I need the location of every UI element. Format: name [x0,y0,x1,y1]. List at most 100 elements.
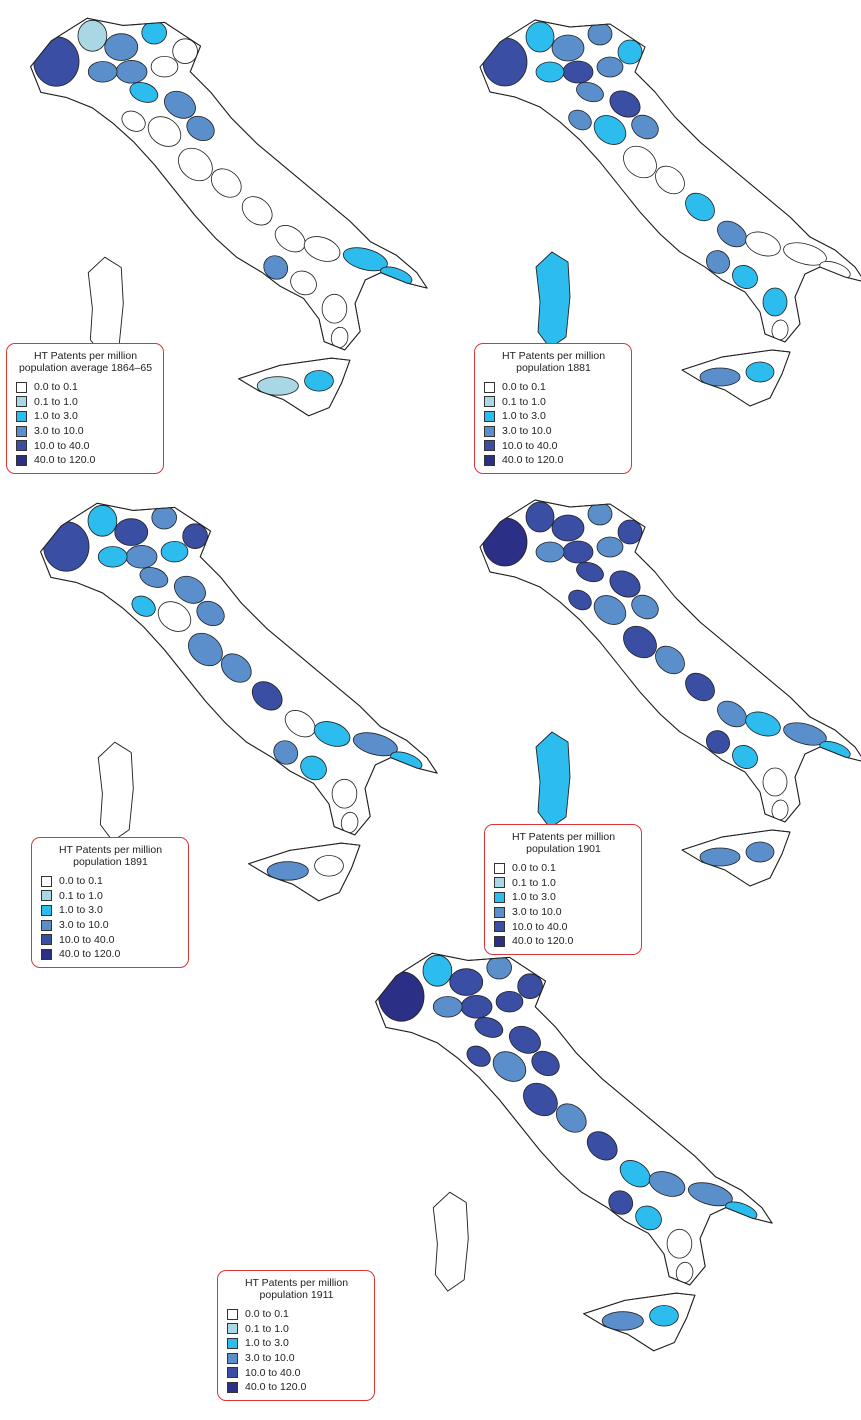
legend-item: 40.0 to 120.0 [41,947,180,962]
legend-swatch [484,440,495,452]
legend-item: 3.0 to 10.0 [41,918,180,933]
province-region [87,504,118,537]
legend-swatch [16,410,27,422]
province-region [535,541,565,563]
italy-map-panel-4 [479,499,861,887]
province-region [587,502,613,526]
legend-item: 0.1 to 1.0 [41,889,180,904]
legend-item: 3.0 to 10.0 [227,1351,366,1366]
italy-map-panel-1 [30,17,428,417]
legend-swatch [227,1323,238,1335]
province-region [290,270,317,296]
legend-swatch [227,1308,238,1320]
legend-panel-1: HT Patents per million population averag… [6,343,164,474]
province-layer [43,504,423,881]
province-region [525,501,555,533]
province-region [562,60,594,84]
legend-item: 3.0 to 10.0 [16,424,155,439]
legend-item: 1.0 to 3.0 [227,1336,366,1351]
legend-item: 1.0 to 3.0 [16,409,155,424]
province-region [783,242,827,266]
province-region [706,250,730,274]
province-region [151,505,177,530]
province-region [717,700,747,728]
province-region [33,36,80,87]
legend-label: 3.0 to 10.0 [512,906,562,919]
legend-item: 0.1 to 1.0 [16,395,155,410]
province-region [449,968,484,996]
province-region [125,545,158,569]
legend-swatch [494,921,505,933]
province-region [139,566,169,588]
province-region [352,732,398,757]
coastline [30,17,428,351]
province-region [157,601,192,632]
coastline [583,1292,696,1352]
province-region [596,536,624,558]
province-region [251,681,283,711]
province-region [160,540,189,563]
province-region [303,236,341,262]
legend-label: 1.0 to 3.0 [34,410,78,423]
legend-swatch [41,875,52,887]
legend-swatch [16,440,27,452]
province-region [617,39,643,65]
province-region [186,115,215,142]
legend-label: 0.1 to 1.0 [34,395,78,408]
province-region [495,990,524,1013]
sardinia-outline [87,256,124,357]
province-region [593,595,627,625]
province-region [43,521,90,572]
province-region [551,34,585,62]
province-region [517,973,543,999]
province-layer [482,21,851,387]
province-region [783,722,827,746]
legend-swatch [16,396,27,408]
province-region [87,61,118,83]
province-region [314,855,344,877]
province-region [77,19,108,52]
province-region [273,740,299,765]
legend-label: 0.1 to 1.0 [502,395,546,408]
legend-title: HT Patents per million population 1881 [501,350,606,374]
sardinia-outline [432,1191,469,1292]
legend-swatch [227,1381,238,1393]
province-region [699,847,741,867]
legend-item: 40.0 to 120.0 [484,453,623,468]
legend-swatch [484,425,495,437]
province-region [121,110,146,132]
legend-label: 3.0 to 10.0 [34,425,84,438]
legend-item: 10.0 to 40.0 [41,932,180,947]
legend-swatch [494,877,505,889]
province-region [609,90,641,118]
legend-item: 0.0 to 0.1 [41,874,180,889]
legend-item: 10.0 to 40.0 [16,438,155,453]
legend-swatch [41,948,52,960]
province-region [617,519,643,545]
legend-label: 40.0 to 120.0 [245,1381,307,1394]
province-region [492,1051,527,1082]
province-region [666,1228,693,1259]
legend-swatch [41,919,52,931]
province-region [576,81,604,103]
legend-item: 3.0 to 10.0 [484,424,623,439]
province-region [300,755,327,781]
legend-label: 40.0 to 120.0 [512,935,574,948]
legend-item: 0.1 to 1.0 [227,1322,366,1337]
coastline [238,357,351,417]
legend-label: 0.1 to 1.0 [59,889,103,902]
province-region [535,61,565,83]
legend-label: 10.0 to 40.0 [59,933,115,946]
legend-label: 1.0 to 3.0 [245,1337,289,1350]
province-region [115,60,148,84]
province-region [523,1082,558,1117]
legend-swatch [16,381,27,393]
legend-item: 40.0 to 120.0 [227,1380,366,1395]
legend-label: 0.1 to 1.0 [245,1322,289,1335]
province-region [568,589,592,611]
province-region [655,645,685,675]
legend-label: 3.0 to 10.0 [59,919,109,932]
coastline [681,349,791,407]
province-region [732,265,758,289]
province-region [210,168,242,198]
